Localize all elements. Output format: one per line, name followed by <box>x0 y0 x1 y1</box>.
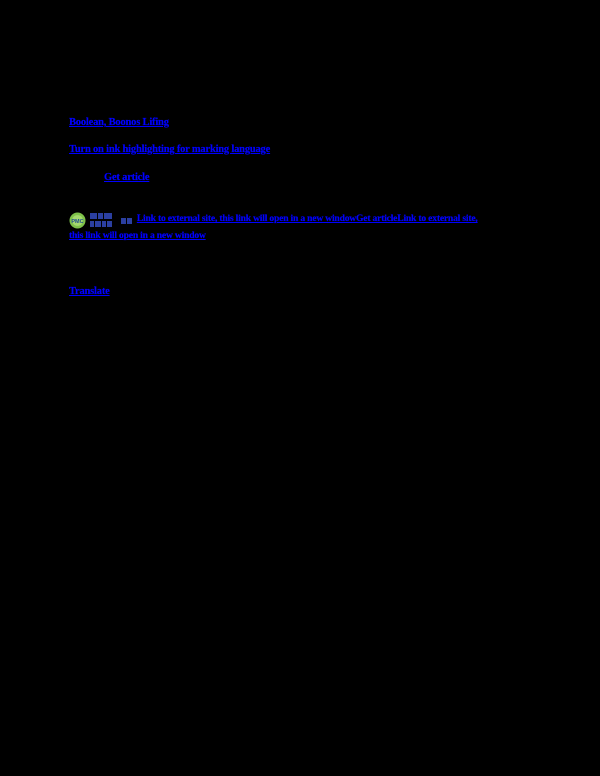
svg-text:PMC: PMC <box>71 219 83 225</box>
translate-link[interactable]: Translate <box>69 286 110 297</box>
get-article-link-row: Get article <box>104 171 150 184</box>
get-article-link[interactable]: Get article <box>104 172 150 183</box>
green-circle-badge-icon: PMC <box>69 212 86 229</box>
article-subtitle-link[interactable]: Turn on ink highlighting for marking lan… <box>69 144 271 155</box>
external-link-row: PMC Link to ex <box>69 212 493 243</box>
article-title-link-row: Boolean, Boonos Lifing <box>69 116 169 129</box>
translate-link-row: Translate <box>69 285 110 298</box>
article-subtitle-link-row: Turn on ink highlighting for marking lan… <box>69 143 270 156</box>
badge-group: PMC <box>69 212 133 229</box>
external-site-link[interactable]: Link to external site, this link will op… <box>69 213 478 241</box>
small-mark-icon <box>120 217 133 225</box>
article-title-link[interactable]: Boolean, Boonos Lifing <box>69 117 169 128</box>
pmc-logo-icon <box>90 213 116 228</box>
